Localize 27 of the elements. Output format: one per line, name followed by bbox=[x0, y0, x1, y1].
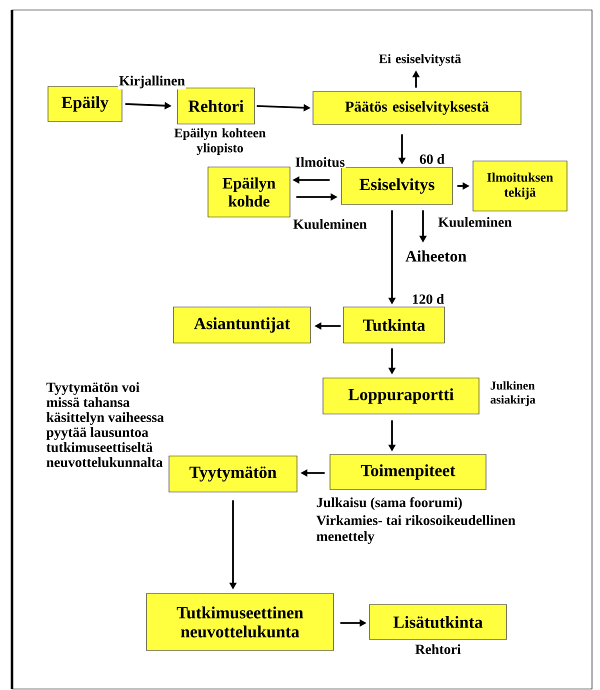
process-box: Ilmoituksen tekijä bbox=[472, 160, 568, 212]
process-box: Toimenpiteet bbox=[330, 454, 486, 490]
node-caption: Epäilyn kohteen yliopisto bbox=[174, 128, 266, 156]
edge-label: 60 d bbox=[418, 153, 446, 165]
process-box: Tutkimuseettinen neuvottelukunta bbox=[146, 593, 334, 651]
process-box: Epäilyn kohde bbox=[208, 166, 290, 218]
process-box: Päätös esiselvityksestä bbox=[312, 91, 522, 125]
process-box: Asiantuntijat bbox=[173, 306, 311, 344]
process-box: Esiselvitys bbox=[341, 167, 453, 205]
edge-label: Kuuleminen bbox=[437, 216, 513, 228]
edge-label: 120 d bbox=[410, 293, 446, 305]
outcome-text: Aiheeton bbox=[406, 250, 466, 262]
note-text: Tyytymätön voi missä tahansa käsittelyn vaiheessa pyytää lausuntoa tutkimuseettiseltä neuvottelukunnalta bbox=[46, 382, 164, 468]
node-caption: Rehtori bbox=[415, 644, 461, 654]
node-caption: Julkinen asiakirja bbox=[490, 381, 536, 406]
node-caption: Julkaisu (sama foorumi) bbox=[316, 497, 462, 510]
process-box: Lisätutkinta bbox=[369, 604, 507, 640]
process-box: Loppuraportti bbox=[322, 378, 480, 414]
process-box: Tyytymätön bbox=[168, 456, 298, 492]
edge-label: Ilmoitus bbox=[294, 156, 346, 168]
edge-label: Kuuleminen bbox=[292, 218, 368, 230]
process-box: Rehtori bbox=[177, 88, 255, 124]
process-box: Epäily bbox=[48, 86, 122, 122]
edge-label: Kirjallinen bbox=[118, 74, 186, 90]
node-caption: Virkamies- tai rikosoikeudellinen menettely bbox=[316, 515, 516, 544]
process-box: Tutkinta bbox=[343, 306, 445, 344]
outcome-text: Ei esiselvitystä bbox=[379, 54, 461, 66]
